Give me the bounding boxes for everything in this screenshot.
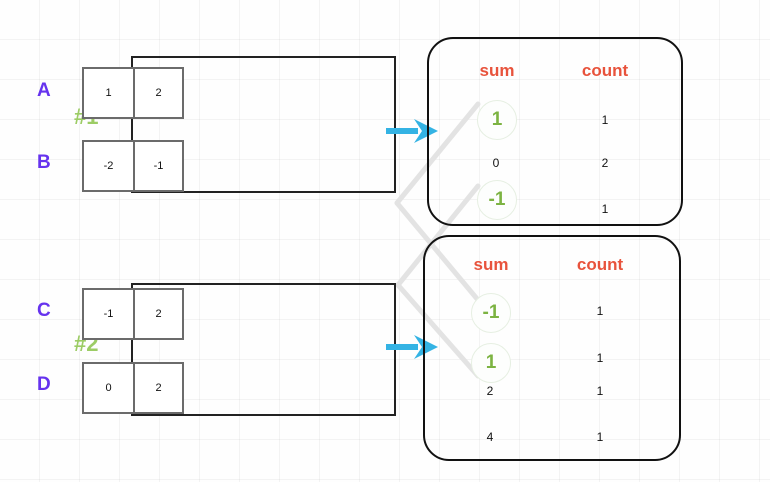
- table-2-row-1-sum: 1: [485, 352, 497, 373]
- input-panel-1: [131, 56, 396, 193]
- input-cell-a-0: 1: [105, 87, 112, 99]
- table-2-header-sum: sum: [473, 255, 509, 274]
- table-1-row-0-marker: [477, 100, 517, 140]
- input-row-a-cells: 1 2: [82, 67, 184, 119]
- input-row-label-d: D: [37, 374, 51, 395]
- table-2-row-1-count: 1: [596, 351, 604, 365]
- input-cell-b-1: -1: [133, 142, 182, 190]
- table-2-row-0-marker: [471, 293, 511, 333]
- input-row-b-cells: -2 -1: [82, 140, 184, 192]
- table-2-header-count: count: [576, 255, 624, 274]
- table-1-row-2-count: 1: [601, 202, 609, 216]
- table-1-row-1-sum: 0: [492, 156, 500, 170]
- input-cell-c-0: -1: [103, 308, 114, 320]
- input-cell-c-1: 2: [133, 290, 182, 338]
- input-row-label-c: C: [37, 300, 51, 321]
- table-1-row-0-sum: 1: [491, 109, 503, 130]
- table-1-row-2-marker: [477, 180, 517, 220]
- table-2-row-0-sum: -1: [482, 302, 500, 323]
- table-2-row-3-sum: 4: [486, 430, 494, 444]
- table-2-row-2-sum: 2: [486, 384, 494, 398]
- input-row-d-cells: 0 2: [82, 362, 184, 414]
- input-cell-d-0: 0: [105, 382, 112, 394]
- input-cell-a-1: 2: [133, 69, 182, 117]
- table-1-row-0-count: 1: [601, 113, 609, 127]
- input-cell-d-1: 2: [133, 364, 182, 412]
- table-1-row-1-count: 2: [601, 156, 609, 170]
- input-cell-b-0: -2: [103, 160, 114, 172]
- table-2-row-2-count: 1: [596, 384, 604, 398]
- table-2-row-1-marker: [471, 343, 511, 383]
- table-2-row-0-count: 1: [596, 304, 604, 318]
- table-1-header-count: count: [581, 61, 629, 80]
- table-1-row-2-sum: -1: [488, 189, 506, 210]
- input-row-label-b: B: [37, 152, 51, 173]
- table-2-row-3-count: 1: [596, 430, 604, 444]
- output-table-1: [427, 37, 683, 226]
- input-row-label-a: A: [37, 80, 51, 101]
- output-table-2: [423, 235, 681, 461]
- input-row-c-cells: -1 2: [82, 288, 184, 340]
- table-1-header-sum: sum: [479, 61, 515, 80]
